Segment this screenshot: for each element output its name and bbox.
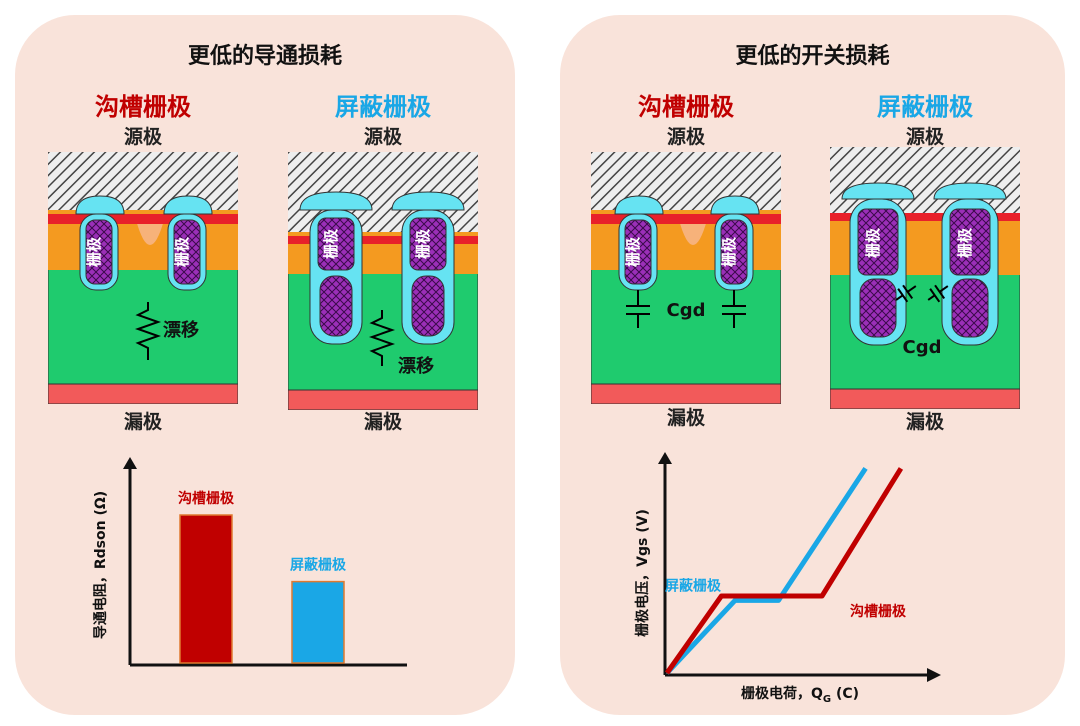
right-shield-mosfet-diagram: 栅极 栅极 Cgd [830, 147, 1020, 409]
right-shield-cgd-label: Cgd [903, 337, 942, 358]
bar-label-1: 沟槽栅极 [178, 490, 235, 507]
cgd-capacitor-1 [626, 290, 650, 328]
right-trench-cgd-label: Cgd [667, 300, 706, 321]
right-trench-gate-label-2: 栅极 [720, 236, 738, 267]
left-trench-source-label: 源极 [123, 126, 162, 148]
line-series-2 [664, 467, 904, 675]
right-trench-source-label: 源极 [666, 126, 705, 148]
left-shield-gate-label-2: 栅极 [414, 228, 432, 259]
line-series-label-1: 屏蔽栅极 [665, 577, 722, 594]
right-shield-title: 屏蔽栅极 [877, 93, 973, 121]
left-trench-gate-label-1: 栅极 [85, 236, 103, 267]
line-chart-y-arrow [658, 452, 672, 464]
right-panel-title: 更低的开关损耗 [735, 44, 890, 69]
left-trench-gate-label-2: 栅极 [173, 236, 191, 267]
left-shield-gate-label-1: 栅极 [322, 228, 340, 259]
line-chart-y-label: 栅极电压，Vgs (V) [634, 509, 651, 637]
right-shield-drain-label: 漏极 [905, 411, 944, 433]
left-shield-drain-label: 漏极 [363, 411, 402, 433]
left-trench-mosfet-diagram: 栅极 栅极 漂移 [48, 152, 238, 404]
left-trench-drift-resistor [134, 302, 162, 360]
right-shield-gate-label-1: 栅极 [864, 227, 882, 258]
left-shield-drift-label: 漂移 [398, 355, 434, 377]
left-trench-drift-label: 漂移 [163, 319, 199, 341]
bar-1 [179, 514, 233, 664]
right-trench-gate-label-1: 栅极 [624, 236, 642, 267]
left-shield-mosfet-diagram: 栅极 栅极 漂移 [288, 152, 478, 410]
bar-chart-y-label: 导通电阻，Rdson (Ω) [92, 491, 109, 639]
right-trench-title: 沟槽栅极 [638, 93, 734, 121]
line-series-label-2: 沟槽栅极 [850, 603, 907, 620]
cgd-capacitor-2 [722, 290, 746, 328]
left-trench-drain-label: 漏极 [123, 411, 162, 433]
left-shield-drift-resistor [368, 310, 396, 366]
cgd-capacitor-4 [927, 284, 949, 303]
right-trench-mosfet-diagram: 栅极 栅极 Cgd [591, 152, 781, 404]
bar-2 [291, 580, 345, 664]
line-series-1 [665, 467, 868, 675]
cgd-capacitor-3 [895, 284, 917, 303]
line-chart-x-arrow [927, 668, 941, 682]
left-panel-title: 更低的导通损耗 [187, 44, 342, 69]
line-chart-x-label: 栅极电荷，QG (C) [741, 685, 859, 705]
bar-chart-y-arrow [123, 457, 137, 469]
left-shield-title: 屏蔽栅极 [335, 93, 431, 121]
right-shield-source-label: 源极 [905, 126, 944, 148]
bar-label-2: 屏蔽栅极 [290, 557, 347, 574]
right-trench-drain-label: 漏极 [666, 407, 705, 429]
left-trench-title: 沟槽栅极 [95, 93, 191, 121]
right-shield-gate-label-2: 栅极 [956, 227, 974, 258]
left-shield-source-label: 源极 [363, 126, 402, 148]
